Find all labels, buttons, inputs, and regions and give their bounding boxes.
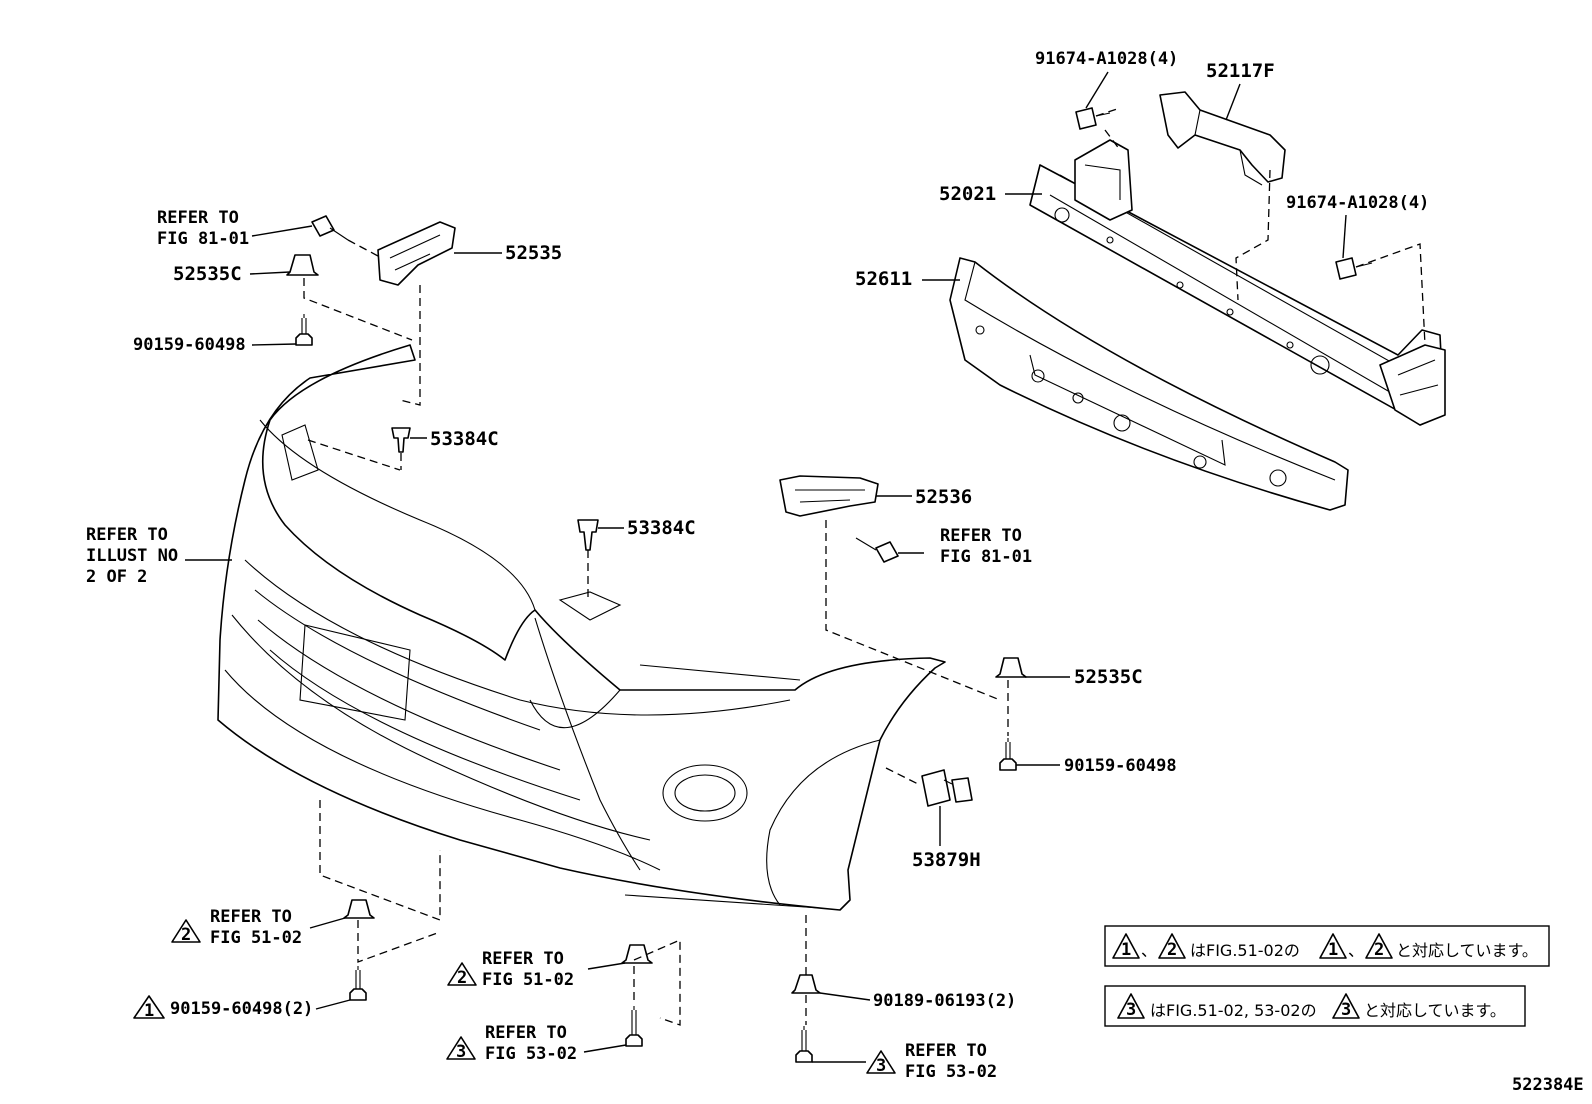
retainer-52536[interactable]: [779, 475, 879, 517]
ref-illust-2: ILLUST NO: [86, 546, 178, 566]
ref-fig5102-a-1: REFER TO: [210, 907, 292, 927]
clip-53384C-center-icon[interactable]: [577, 519, 599, 551]
svg-text:、: 、: [1141, 941, 1157, 960]
svg-text:1: 1: [144, 1001, 154, 1021]
ref-illust-1: REFER TO: [86, 525, 168, 545]
label-90189: 90189-06193(2): [873, 991, 1016, 1011]
svg-text:3: 3: [456, 1042, 466, 1062]
svg-text:、: 、: [1348, 941, 1364, 960]
screw-90159-left-icon[interactable]: [295, 314, 313, 346]
bolt-81-01-right-icon[interactable]: [855, 537, 899, 563]
ref-fig8101-right-1: REFER TO: [940, 526, 1022, 546]
svg-text:はFIG.51-02, 53-02の: はFIG.51-02, 53-02の: [1150, 1001, 1317, 1020]
label-90159-left: 90159-60498: [133, 335, 246, 355]
marker-2-a-icon: 2: [171, 919, 201, 945]
label-52117F: 52117F: [1206, 60, 1275, 82]
svg-text:1: 1: [1328, 940, 1338, 960]
svg-text:はFIG.51-02の: はFIG.51-02の: [1190, 941, 1300, 960]
svg-text:3: 3: [876, 1056, 886, 1076]
screw-53-02-a-icon[interactable]: [625, 1006, 643, 1047]
label-53384C-left: 53384C: [430, 428, 499, 450]
bumper-absorber-52611[interactable]: [949, 257, 1349, 511]
label-52535: 52535: [505, 242, 562, 264]
screw-90159-2-icon[interactable]: [349, 966, 367, 1001]
label-91674-top: 91674-A1028(4): [1035, 49, 1178, 69]
label-53879H: 53879H: [912, 849, 981, 871]
marker-3-b-icon: 3: [866, 1050, 896, 1076]
marker-3-a-icon: 3: [446, 1036, 476, 1062]
label-52021: 52021: [939, 183, 996, 205]
ref-illust-3: 2 OF 2: [86, 567, 147, 587]
bumper-reinforcement-52021[interactable]: [1029, 139, 1446, 426]
label-52611: 52611: [855, 268, 912, 290]
svg-text:と対応しています。: と対応しています。: [1396, 941, 1538, 960]
ref-fig5102-b-1: REFER TO: [482, 949, 564, 969]
screw-53-02-b-icon[interactable]: [795, 1026, 813, 1063]
svg-text:2: 2: [1374, 940, 1384, 960]
nut-52535C-left-icon[interactable]: [286, 254, 319, 276]
label-90159-2: 90159-60498(2): [170, 999, 313, 1019]
nut-90189-icon[interactable]: [791, 974, 821, 994]
svg-text:3: 3: [1126, 1000, 1136, 1020]
svg-text:と対応しています。: と対応しています。: [1364, 1001, 1506, 1020]
ref-fig8101-left-2: FIG 81-01: [157, 229, 249, 249]
ref-fig5302-a-2: FIG 53-02: [485, 1044, 577, 1064]
label-52536: 52536: [915, 486, 972, 508]
bolt-91674-top-icon[interactable]: [1075, 107, 1111, 130]
marker-2-b-icon: 2: [447, 962, 477, 988]
svg-text:3: 3: [1341, 1000, 1351, 1020]
ref-fig5302-b-1: REFER TO: [905, 1041, 987, 1061]
leader-lines: [185, 71, 1347, 1063]
diagram-id: 522384E: [1512, 1075, 1584, 1095]
note-box-1: 1 、 2 はFIG.51-02の 1 、 2 と対応しています。: [1104, 925, 1550, 967]
label-90159-right: 90159-60498: [1064, 756, 1177, 776]
screw-90159-right-icon[interactable]: [999, 738, 1017, 771]
ref-fig5302-b-2: FIG 53-02: [905, 1062, 997, 1082]
bolt-81-01-left-icon[interactable]: [311, 215, 349, 241]
front-bumper-cover[interactable]: [217, 344, 946, 911]
note-box-2: 3 はFIG.51-02, 53-02の 3 と対応しています。: [1104, 985, 1526, 1027]
marker-1-icon: 1: [133, 995, 165, 1021]
ref-fig8101-left-1: REFER TO: [157, 208, 239, 228]
ref-fig5302-a-1: REFER TO: [485, 1023, 567, 1043]
label-52535C-right: 52535C: [1074, 666, 1143, 688]
clip-53384C-left-icon[interactable]: [391, 427, 411, 453]
svg-text:1: 1: [1121, 940, 1131, 960]
svg-text:2: 2: [457, 968, 467, 988]
bracket-52117F[interactable]: [1159, 91, 1286, 186]
ref-fig5102-b-2: FIG 51-02: [482, 970, 574, 990]
ref-fig8101-right-2: FIG 81-01: [940, 547, 1032, 567]
label-91674-right: 91674-A1028(4): [1286, 193, 1429, 213]
label-53384C-center: 53384C: [627, 517, 696, 539]
retainer-52535[interactable]: [377, 221, 456, 286]
label-52535C-left: 52535C: [173, 263, 242, 285]
svg-text:2: 2: [1167, 940, 1177, 960]
ref-fig5102-a-2: FIG 51-02: [210, 928, 302, 948]
nut-52535C-right-icon[interactable]: [995, 657, 1027, 678]
svg-text:2: 2: [181, 925, 191, 945]
bracket-53879H[interactable]: [921, 769, 973, 807]
bolt-91674-right-icon[interactable]: [1335, 257, 1373, 280]
dashed-guides: [303, 107, 1426, 1026]
nut-51-02-a-icon[interactable]: [343, 899, 375, 919]
